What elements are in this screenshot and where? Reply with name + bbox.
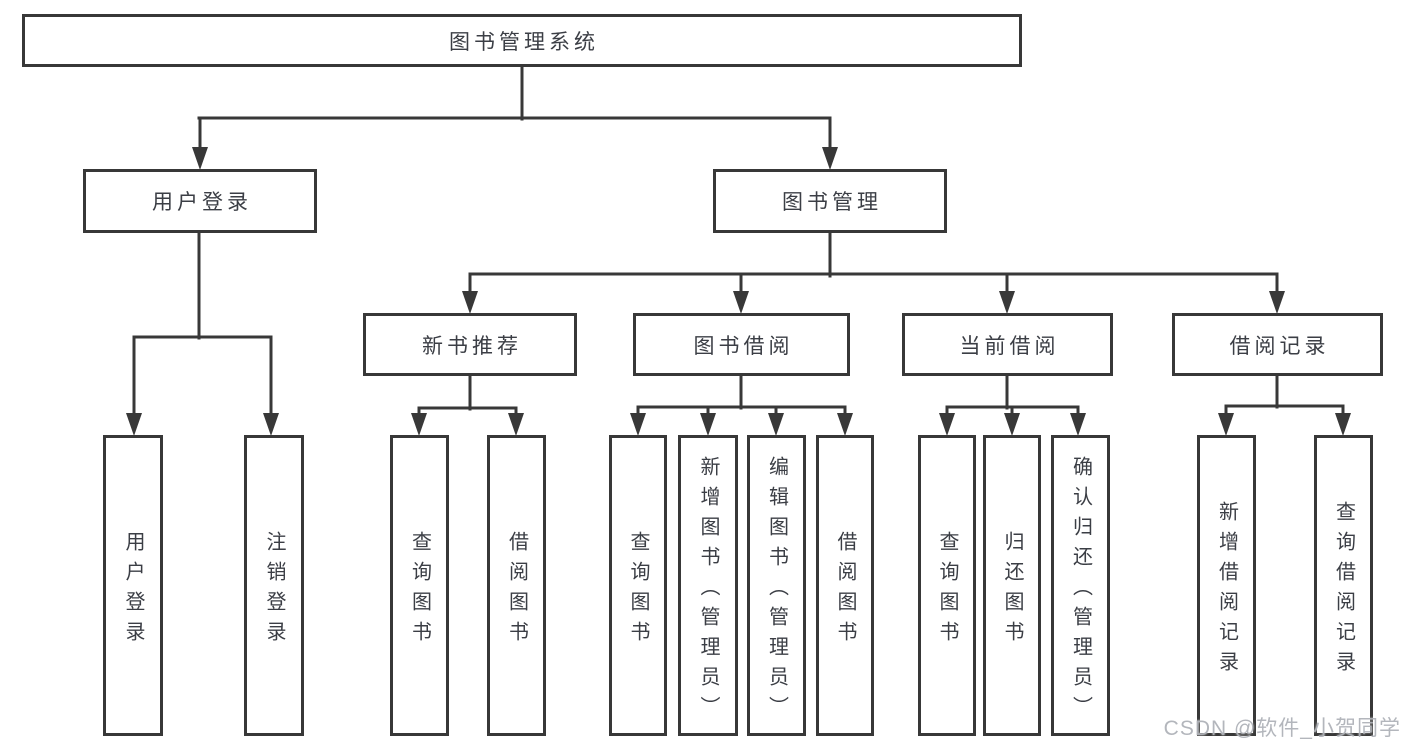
- leaf-records-query-record: 查询借阅记录: [1314, 435, 1373, 736]
- leaf-recommend-query-books: 查询图书: [390, 435, 449, 736]
- leaf-current-return-books: 归还图书: [983, 435, 1041, 736]
- leaf-borrowing-borrow-books: 借阅图书: [816, 435, 874, 736]
- node-label: 图书管理系统: [449, 30, 599, 54]
- node-label: 编辑图书（管理员）: [765, 455, 788, 726]
- node-user-login: 用户登录: [83, 169, 317, 233]
- leaf-current-confirm-return-admin: 确认归还（管理员）: [1051, 435, 1110, 736]
- node-label: 用户登录: [152, 191, 252, 214]
- node-label: 新增借阅记录: [1215, 500, 1238, 681]
- node-label: 注销登录: [263, 530, 285, 651]
- node-book-management: 图书管理: [713, 169, 947, 233]
- node-new-book-recommendation: 新书推荐: [363, 313, 577, 376]
- leaf-records-add-record: 新增借阅记录: [1197, 435, 1256, 736]
- node-library-system: 图书管理系统: [22, 14, 1022, 67]
- node-label: 新增图书（管理员）: [697, 455, 719, 726]
- node-borrowing-records: 借阅记录: [1172, 313, 1383, 376]
- node-label: 图书借阅: [693, 334, 794, 358]
- node-label: 用户登录: [122, 530, 144, 651]
- node-label: 查询图书: [936, 530, 958, 651]
- node-label: 查询图书: [408, 530, 431, 651]
- node-label: 图书管理: [782, 191, 882, 214]
- leaf-logout: 注销登录: [244, 435, 304, 736]
- leaf-recommend-borrow-books: 借阅图书: [487, 435, 546, 736]
- node-label: 当前借阅: [959, 334, 1060, 358]
- node-label: 新书推荐: [422, 334, 522, 358]
- node-current-borrowing: 当前借阅: [902, 313, 1113, 376]
- node-label: 查询借阅记录: [1332, 500, 1355, 681]
- node-label: 确认归还（管理员）: [1069, 455, 1092, 726]
- leaf-current-query-books: 查询图书: [918, 435, 976, 736]
- csdn-watermark: CSDN @软件_小贺同学: [1163, 717, 1401, 740]
- node-label: 借阅图书: [834, 530, 856, 651]
- node-label: 借阅图书: [505, 530, 528, 651]
- node-label: 借阅记录: [1229, 334, 1330, 358]
- leaf-borrowing-query-books: 查询图书: [609, 435, 667, 736]
- leaf-borrowing-add-books-admin: 新增图书（管理员）: [678, 435, 738, 736]
- leaf-borrowing-edit-books-admin: 编辑图书（管理员）: [747, 435, 806, 736]
- node-label: 查询图书: [627, 530, 649, 651]
- node-label: 归还图书: [1001, 530, 1023, 651]
- leaf-user-login: 用户登录: [103, 435, 163, 736]
- node-book-borrowing: 图书借阅: [633, 313, 850, 376]
